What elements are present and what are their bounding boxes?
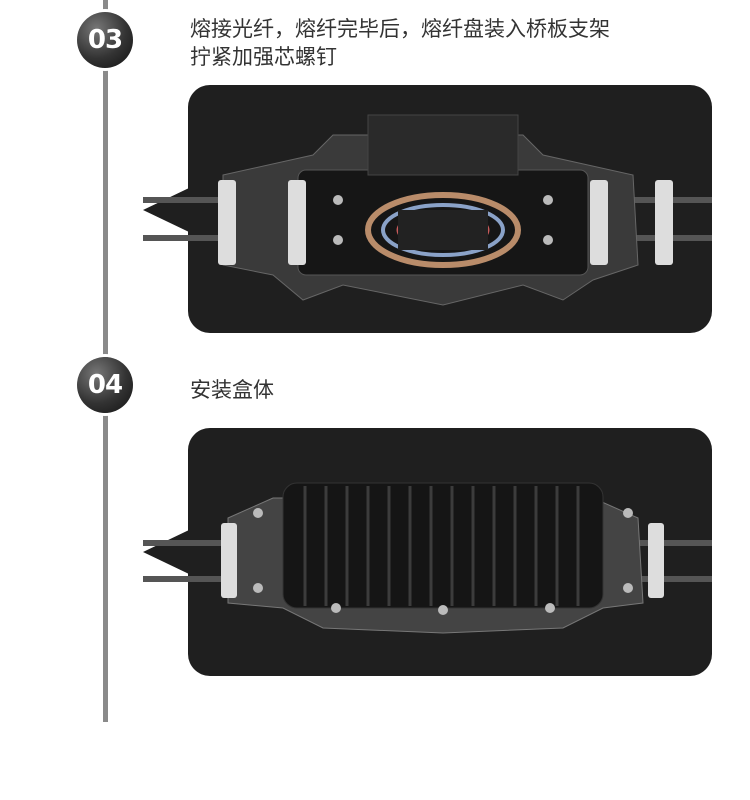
step-title: 熔接光纤，熔纤完毕后，熔纤盘装入桥板支架 拧紧加强芯螺钉 [190,15,610,71]
step-title-line: 熔接光纤，熔纤完毕后，熔纤盘装入桥板支架 [190,17,610,41]
step-number-badge: 03 [77,12,133,68]
panel-pointer [143,188,189,232]
timeline-line [103,0,108,12]
open-closure-illustration [143,114,712,306]
step-title-line: 拧紧加强芯螺钉 [190,45,337,69]
step-title: 安装盒体 [190,376,274,404]
timeline-line [103,412,108,722]
step-number-badge: 04 [77,357,133,413]
closed-closure-illustration [143,482,712,634]
panel-pointer [143,530,189,574]
step-title-line: 安装盒体 [190,378,274,402]
timeline-line [103,70,108,360]
